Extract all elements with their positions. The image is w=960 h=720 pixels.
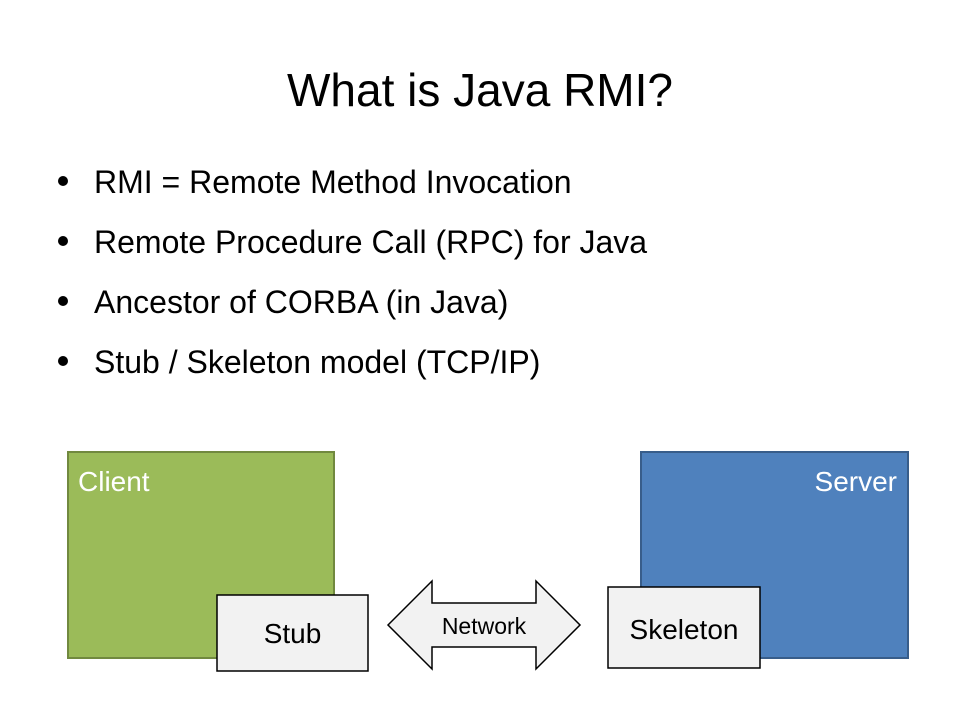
bullet-list: RMI = Remote Method Invocation Remote Pr… [58, 156, 647, 396]
bullet-item: Ancestor of CORBA (in Java) [58, 276, 647, 336]
client-label: Client [78, 466, 150, 497]
network-label: Network [442, 613, 527, 639]
slide-title: What is Java RMI? [287, 64, 673, 116]
bullet-dot-icon [58, 236, 68, 246]
stub-label: Stub [264, 618, 322, 649]
server-label: Server [815, 466, 897, 497]
bullet-dot-icon [58, 296, 68, 306]
bullet-text: Ancestor of CORBA (in Java) [94, 284, 509, 320]
bullet-dot-icon [58, 176, 68, 186]
skeleton-label: Skeleton [630, 614, 739, 645]
bullet-text: Stub / Skeleton model (TCP/IP) [94, 344, 541, 380]
bullet-text: RMI = Remote Method Invocation [94, 164, 572, 200]
stub-box [216, 594, 369, 672]
bullet-item: RMI = Remote Method Invocation [58, 156, 647, 216]
network-arrow-icon [386, 579, 582, 671]
bullet-item: Remote Procedure Call (RPC) for Java [58, 216, 647, 276]
bullet-text: Remote Procedure Call (RPC) for Java [94, 224, 648, 260]
bullet-dot-icon [58, 356, 68, 366]
skeleton-box [607, 586, 761, 669]
bullet-item: Stub / Skeleton model (TCP/IP) [58, 336, 647, 396]
